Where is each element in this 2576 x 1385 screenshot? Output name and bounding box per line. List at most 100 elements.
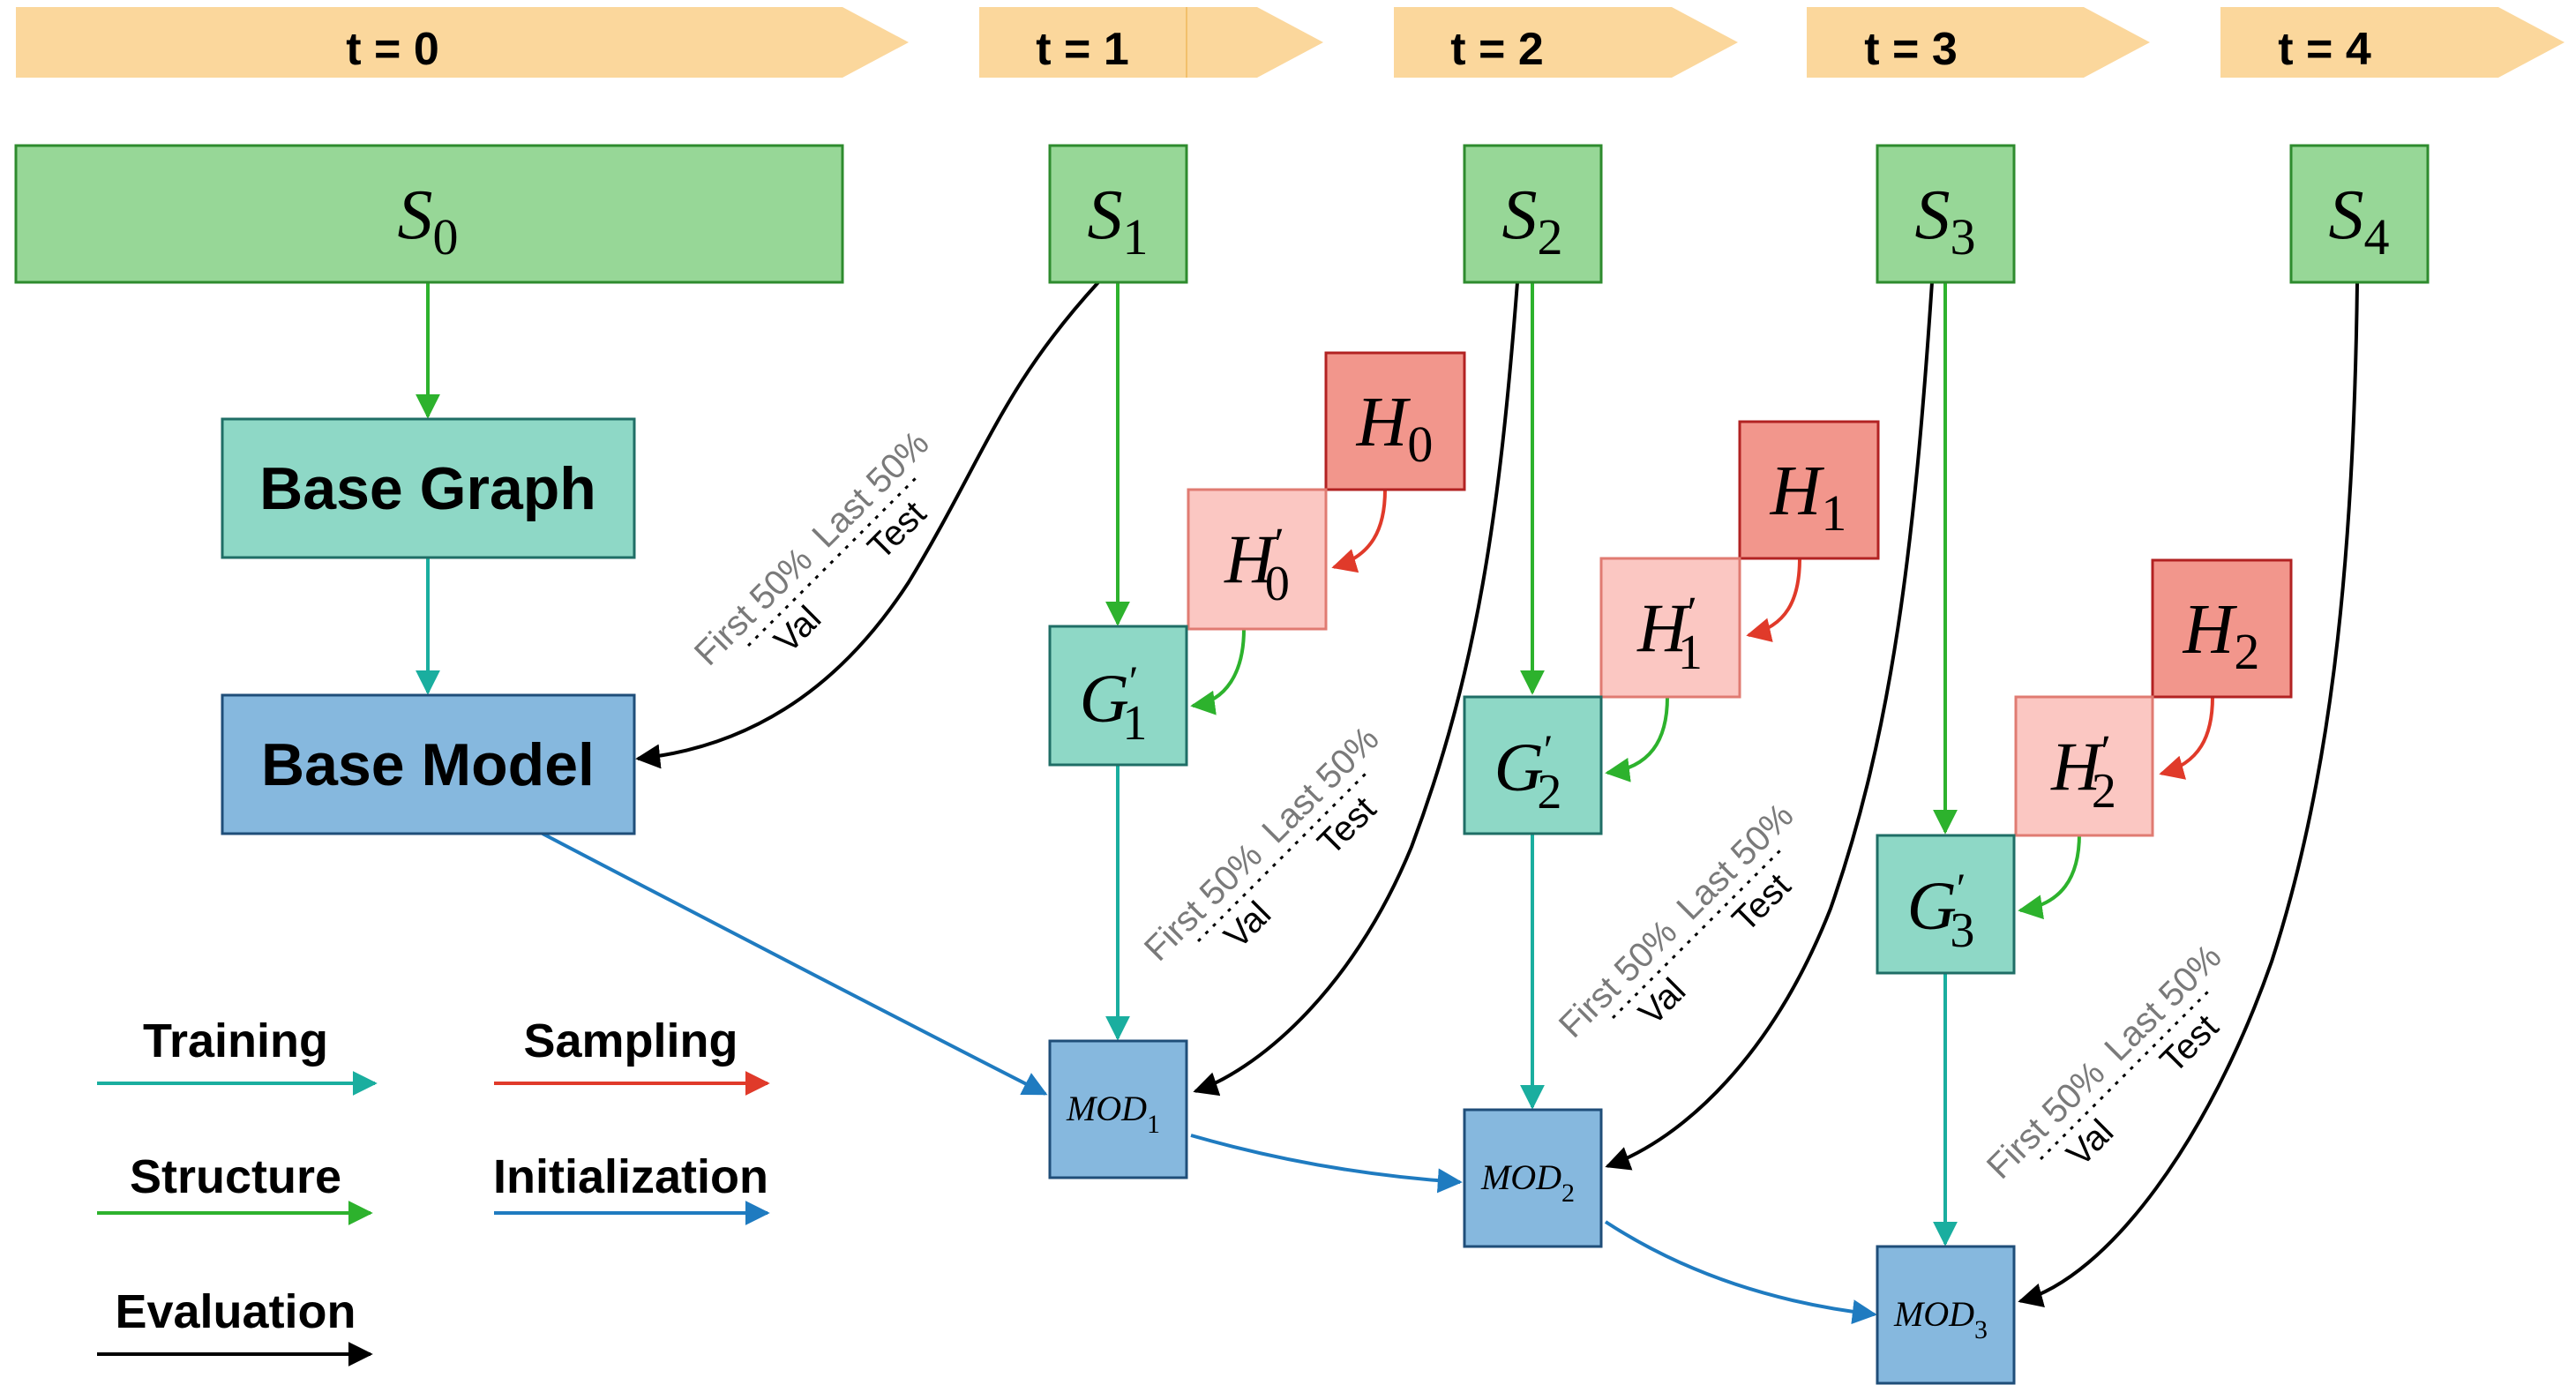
history-prime-h0: H′0 <box>1187 488 1328 631</box>
snapshot-s4: S4 <box>2289 144 2430 284</box>
evaluation-arrow <box>1605 281 1934 1171</box>
snapshot-s2: S2 <box>1463 144 1603 284</box>
snapshot-label: S <box>398 176 433 254</box>
timeline-label: t = 3 <box>1864 24 1958 75</box>
history-prime-label: H <box>1224 520 1277 597</box>
history-prime-subscript: 0 <box>1265 557 1290 611</box>
evaluation-arrow <box>2018 281 2359 1307</box>
history-prime-subscript: 1 <box>1678 625 1703 680</box>
timeline-label: t = 2 <box>1450 24 1544 75</box>
history-label: H <box>1770 453 1825 530</box>
history-boxes: H0 H1 H2 <box>1324 351 2293 699</box>
snapshot-label: S <box>1502 176 1538 254</box>
model-mod3: MOD3 <box>1876 1245 2016 1385</box>
evaluation-arrow <box>1193 281 1519 1097</box>
model-subscript: 2 <box>1561 1179 1575 1208</box>
model-subscript: 1 <box>1147 1110 1160 1139</box>
graph-subscript: 2 <box>1537 765 1561 820</box>
graph-label: G <box>1907 867 1957 944</box>
history-prime-mark: ′ <box>2100 727 2110 777</box>
split-divider <box>2040 989 2211 1160</box>
history-prime-mark: ′ <box>1687 588 1696 639</box>
graph-prime-mark: ′ <box>1544 727 1554 774</box>
graph-label: G <box>1080 660 1129 737</box>
snapshot-subscript: 3 <box>1951 208 1976 266</box>
graph-subscript: 1 <box>1122 696 1147 751</box>
timeline: t = 0 t = 1 t = 2 t = 3 t = 4 <box>16 7 2565 78</box>
snapshot-subscript: 0 <box>433 208 459 266</box>
snapshot-label: S <box>1915 176 1951 254</box>
history-h1: H1 <box>1738 420 1880 560</box>
legend-training: Training <box>97 1014 378 1096</box>
svg-text:S3: S3 <box>1915 176 1976 266</box>
timeline-label: t = 1 <box>1036 24 1129 75</box>
initialization-arrow <box>542 832 1048 1096</box>
history-label: H <box>2183 591 2238 669</box>
graph-g1: G′1 <box>1048 625 1188 767</box>
history-prime-h1: H′1 <box>1599 557 1741 699</box>
graph-subscript: 3 <box>1950 903 1974 958</box>
history-prime-h2: H′2 <box>2014 695 2154 837</box>
arrows <box>416 281 2359 1325</box>
snapshots: S0 S1 S2 S3 S4 <box>14 144 2430 284</box>
timeline-step-4: t = 4 <box>2220 7 2565 78</box>
structure-arrow <box>1190 628 1246 715</box>
svg-text:MOD3: MOD3 <box>1893 1294 1988 1344</box>
model-mod2: MOD2 <box>1463 1108 1603 1248</box>
base-graph-label: Base Graph <box>259 455 596 522</box>
structure-arrow <box>2018 833 2081 920</box>
svg-text:H0: H0 <box>1356 384 1434 473</box>
timeline-step-2: t = 2 <box>1394 7 1738 78</box>
initialization-arrow <box>1190 1134 1463 1194</box>
split-annotation-2: First 50% Val Last 50% Test <box>1552 796 1801 1045</box>
legend-evaluation: Evaluation <box>97 1285 373 1366</box>
sampling-arrow <box>1746 558 1801 642</box>
svg-text:G′3: G′3 <box>1907 865 1975 958</box>
snapshot-s1: S1 <box>1048 144 1188 284</box>
history-prime-boxes: H′0 H′1 H′2 <box>1187 488 2154 837</box>
base-model-label: Base Model <box>261 731 595 798</box>
legend-sampling: Sampling <box>494 1014 770 1096</box>
snapshot-s3: S3 <box>1876 144 2016 284</box>
graph-prime-mark: ′ <box>1957 865 1966 912</box>
history-h2: H2 <box>2151 558 2293 699</box>
model-label: MOD <box>1480 1157 1561 1197</box>
snapshot-subscript: 2 <box>1538 208 1563 266</box>
history-prime-label: H <box>2050 728 2104 805</box>
model-subscript: 3 <box>1974 1315 1988 1344</box>
history-label: H <box>1356 384 1412 461</box>
sampling-arrow <box>1331 489 1387 573</box>
model-label: MOD <box>1893 1294 1974 1334</box>
history-prime-subscript: 2 <box>2092 764 2116 819</box>
structure-arrow <box>1605 696 1669 782</box>
timeline-step-3: t = 3 <box>1807 7 2150 78</box>
model-label: MOD <box>1066 1089 1147 1128</box>
initialization-arrow <box>1604 1220 1877 1325</box>
timeline-step-0: t = 0 <box>16 7 909 78</box>
history-subscript: 2 <box>2234 623 2259 680</box>
svg-text:MOD1: MOD1 <box>1066 1089 1160 1139</box>
history-prime-mark: ′ <box>1274 520 1284 570</box>
legend-structure: Structure <box>97 1150 373 1225</box>
legend-evaluation-label: Evaluation <box>115 1285 356 1338</box>
legend-sampling-label: Sampling <box>523 1014 738 1067</box>
svg-text:H2: H2 <box>2183 591 2260 680</box>
snapshot-s0: S0 <box>14 144 844 284</box>
graph-g3: G′3 <box>1876 834 2016 975</box>
timeline-label: t = 0 <box>346 24 439 75</box>
graph-g2: G′2 <box>1463 695 1603 835</box>
base-model-box: Base Model <box>221 693 636 835</box>
split-annotation-0: First 50% Val Last 50% Test <box>687 423 937 673</box>
split-divider <box>1197 771 1368 942</box>
model-boxes: MOD1 MOD2 MOD3 <box>1048 1039 2016 1385</box>
svg-text:G′2: G′2 <box>1494 727 1562 820</box>
snapshot-subscript: 4 <box>2364 208 2390 266</box>
evaluation-arrow <box>635 281 1100 769</box>
timeline-label: t = 4 <box>2278 24 2371 75</box>
graph-prime-mark: ′ <box>1129 658 1139 705</box>
split-annotation-3: First 50% Val Last 50% Test <box>1980 937 2229 1187</box>
snapshot-label: S <box>1088 176 1123 254</box>
model-mod1: MOD1 <box>1048 1039 1188 1179</box>
svg-text:MOD2: MOD2 <box>1480 1157 1575 1208</box>
